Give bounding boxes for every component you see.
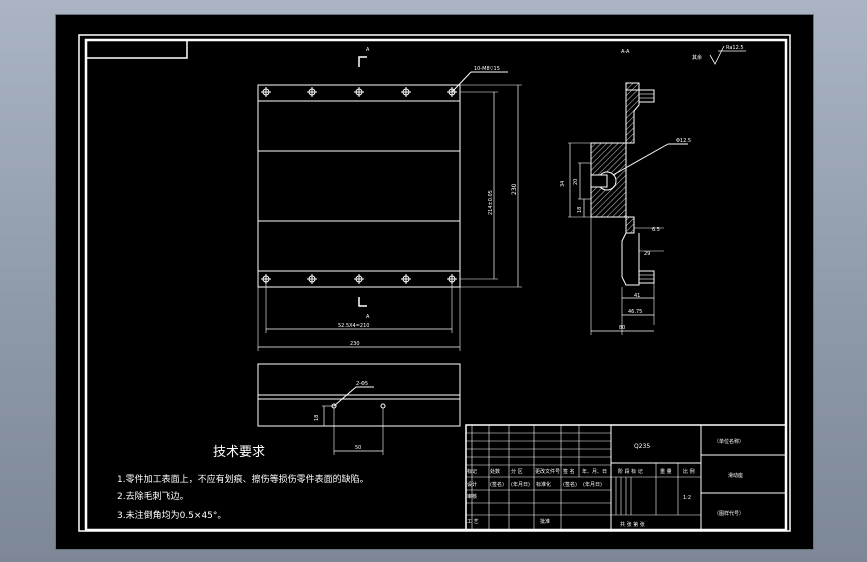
side-dim-diameter: Φ12.5 (676, 138, 691, 144)
front-dim-vertical-inner: 214±0.05 (488, 190, 494, 215)
side-dim-left-1: 34 (560, 181, 566, 187)
section-letter-bottom: A (366, 314, 370, 320)
bottom-dim-spacing: 50 (355, 445, 361, 451)
approve-label: 批准 (540, 518, 550, 525)
design-row-3: (年月日) (511, 481, 530, 488)
drawing-number: （图样代号） (714, 510, 744, 517)
cad-drawing: A A (78, 34, 791, 532)
side-dim-bottom-2: 46.75 (628, 309, 642, 315)
side-dim-left-2: 20 (573, 179, 579, 185)
roughness-note: 其余 (692, 54, 702, 61)
side-dim-right-1: 6.5 (652, 227, 660, 233)
front-view (257, 71, 522, 351)
part-name: 滑动座 (728, 472, 743, 479)
top-hole-row (261, 87, 457, 97)
outer-frame (78, 34, 791, 532)
side-dim-bottom-1: 41 (634, 293, 640, 299)
section-marker-top (358, 56, 367, 67)
front-dim-overall-width: 230 (350, 341, 360, 347)
material-text: Q235 (634, 443, 650, 450)
design-row-6: (年月日) (583, 481, 602, 488)
header-cell-2: 处数 (490, 468, 500, 475)
sheets-label: 共 张 第 张 (620, 521, 645, 528)
company-name: （单位名称） (714, 438, 744, 445)
side-dim-bottom-3: 80 (619, 325, 625, 331)
scale-value: 1:2 (683, 495, 691, 501)
bottom-dim-height: 18 (314, 415, 320, 421)
title-block (465, 424, 787, 531)
header-cell-5: 签 名 (563, 468, 575, 475)
design-row-2: (签名) (490, 481, 504, 488)
section-letter-top: A (366, 47, 370, 53)
header-cell-6: 年、月、日 (582, 468, 607, 475)
inner-frame (84, 38, 788, 532)
roughness-value: Ra12.5 (726, 45, 744, 51)
tech-requirement-item-2: 2.去除毛刺飞边。 (117, 490, 189, 502)
tech-requirement-item-3: 3.未注倒角均为0.5×45°。 (117, 509, 226, 521)
stage-label: 阶 段 标 记 (618, 468, 643, 475)
side-section-view (568, 82, 688, 335)
header-cell-1: 标记 (467, 468, 477, 475)
header-cell-4: 更改文件号 (535, 468, 560, 475)
weight-label: 重 量 (660, 468, 672, 475)
bottom-view (257, 363, 461, 455)
drawing-viewport[interactable]: A A (55, 14, 814, 550)
roughness-symbol (709, 45, 725, 65)
design-row-1: 设计 (467, 481, 477, 488)
side-dim-right-2: 29 (644, 251, 650, 257)
side-dim-left-3: 18 (577, 207, 583, 213)
process-label: 工 艺 (467, 519, 479, 525)
front-dim-vertical-outer: 230 (511, 183, 518, 195)
front-dim-hole-spacing: 52.5X4=210 (338, 323, 369, 329)
bottom-hole-row (261, 274, 457, 284)
header-cell-3: 分 区 (511, 468, 523, 475)
front-hole-note: 10-M8▽15 (474, 66, 500, 72)
corner-box (85, 39, 188, 59)
bottom-hole-note: 2-Φ5 (356, 381, 368, 387)
ratio-label: 比 例 (683, 468, 695, 475)
check-label: 审核 (467, 493, 477, 500)
tech-requirement-item-1: 1.零件加工表面上，不应有划痕、擦伤等损伤零件表面的缺陷。 (117, 473, 369, 485)
design-row-5: (签名) (563, 481, 577, 488)
section-view-label: A-A (621, 49, 630, 55)
section-marker-bottom (358, 297, 367, 307)
tech-requirements-title: 技术要求 (213, 445, 265, 460)
design-row-4: 标准化 (536, 481, 551, 488)
